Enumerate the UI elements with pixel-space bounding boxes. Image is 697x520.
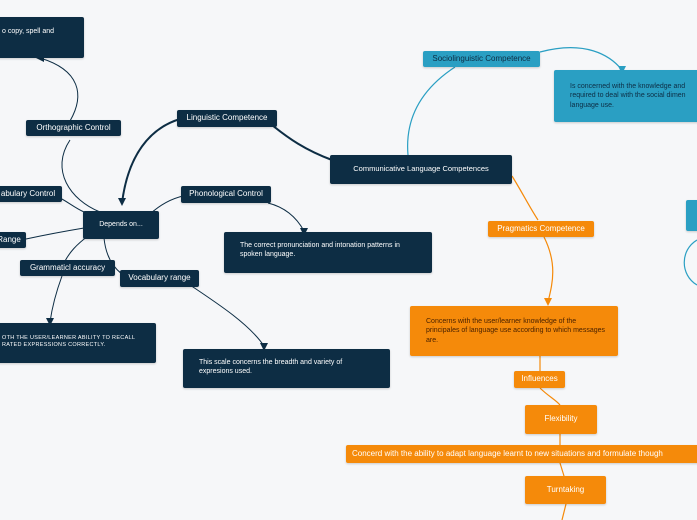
- orthographic-description-box[interactable]: o copy, spell and: [0, 17, 84, 58]
- grammatical-accuracy-node[interactable]: Grammaticl accuracy: [20, 260, 115, 276]
- orthographic-control-node[interactable]: Orthographic Control: [26, 120, 121, 136]
- vocabulary-range-label: Vocabulary range: [128, 273, 191, 283]
- link-orthographic-to-box: [39, 57, 79, 122]
- flexibility-label: Flexibility: [544, 414, 578, 424]
- linguistic-competence-node[interactable]: Linguistic Competence: [177, 110, 277, 127]
- link-influences-to-flexibility: [539, 387, 561, 406]
- partial-teal-node[interactable]: [686, 200, 697, 231]
- pragmatics-description-text: Concerns with the user/learner knowledge…: [426, 318, 605, 344]
- flexibility-node[interactable]: Flexibility: [525, 405, 597, 434]
- link-right-edge-partial: [683, 239, 697, 286]
- link-phonological-to-box: [267, 202, 305, 232]
- grammar-description-text: OTH THE USER/LEARNER ABILITY TO RECALL R…: [2, 335, 136, 349]
- sociolinguistic-description-text: Is concerned with the knowledge and requ…: [570, 83, 686, 109]
- communicative-competences-node[interactable]: Communicative Language Competences: [330, 155, 512, 184]
- range-label: Range: [0, 234, 21, 244]
- turntaking-label: Turntaking: [546, 484, 585, 494]
- phonological-control-label: Phonological Control: [189, 189, 263, 199]
- sociolinguistic-description-box[interactable]: Is concerned with the knowledge and requ…: [554, 70, 697, 122]
- vocabulary-description-box[interactable]: This scale concerns the breadth and vari…: [183, 349, 390, 388]
- phonological-description-text: The correct pronunciation and intonation…: [240, 242, 400, 259]
- linguistic-competence-label: Linguistic Competence: [186, 113, 268, 123]
- link-vocab-range-to-box: [189, 284, 265, 347]
- pragmatics-competence-label: Pragmatics Competence: [497, 223, 585, 233]
- range-node[interactable]: Range: [0, 232, 26, 248]
- vocabulary-description-text: This scale concerns the breadth and vari…: [199, 359, 343, 376]
- orthographic-description-text: o copy, spell and: [2, 28, 55, 35]
- arrowhead-vocab-box: [260, 343, 268, 351]
- turntaking-node[interactable]: Turntaking: [525, 476, 606, 504]
- link-text-to-turntaking: [559, 462, 565, 477]
- influences-label: Influences: [521, 374, 558, 384]
- flexibility-description-node[interactable]: Concerd with the ability to adapt langua…: [346, 445, 697, 463]
- vocabulary-control-label: abulary Control: [0, 188, 56, 198]
- link-pragmatics-to-box: [543, 236, 554, 303]
- link-turntaking-down: [561, 503, 567, 520]
- link-communicative-to-linguistic: [271, 124, 333, 161]
- sociolinguistic-competence-node[interactable]: Sociolinguistic Competence: [423, 51, 540, 67]
- grammar-description-box[interactable]: OTH THE USER/LEARNER ABILITY TO RECALL R…: [0, 323, 156, 363]
- arrowhead-grammar-box: [46, 318, 54, 326]
- vocabulary-range-node[interactable]: Vocabulary range: [120, 270, 199, 287]
- link-depends-to-grammatical: [64, 235, 89, 262]
- influences-node[interactable]: Influences: [514, 371, 565, 388]
- link-sociolinguistic-to-box: [539, 47, 623, 71]
- link-depends-to-range: [25, 227, 85, 240]
- link-linguistic-to-depends: [121, 118, 181, 204]
- depends-on-node[interactable]: Depends on...: [83, 211, 159, 239]
- link-grammatical-to-box: [49, 275, 63, 323]
- vocabulary-control-node[interactable]: abulary Control: [0, 186, 62, 202]
- phonological-control-node[interactable]: Phonological Control: [181, 186, 271, 203]
- communicative-competences-label: Communicative Language Competences: [353, 164, 489, 174]
- orthographic-control-label: Orthographic Control: [36, 122, 111, 132]
- link-depends-to-orthographic: [61, 139, 101, 213]
- link-communicative-to-sociolinguistic: [407, 66, 456, 156]
- pragmatics-competence-node[interactable]: Pragmatics Competence: [488, 221, 594, 237]
- arrowhead-pragmatics-box: [544, 298, 552, 306]
- arrowhead-depends: [118, 198, 126, 206]
- flexibility-description-label: Concerd with the ability to adapt langua…: [352, 448, 663, 458]
- phonological-description-box[interactable]: The correct pronunciation and intonation…: [224, 232, 432, 273]
- link-communicative-to-pragmatics: [511, 175, 539, 221]
- grammatical-accuracy-label: Grammaticl accuracy: [29, 262, 106, 272]
- depends-on-label: Depends on...: [99, 221, 143, 229]
- pragmatics-description-box[interactable]: Concerns with the user/learner knowledge…: [410, 306, 618, 356]
- sociolinguistic-competence-label: Sociolinguistic Competence: [432, 53, 531, 63]
